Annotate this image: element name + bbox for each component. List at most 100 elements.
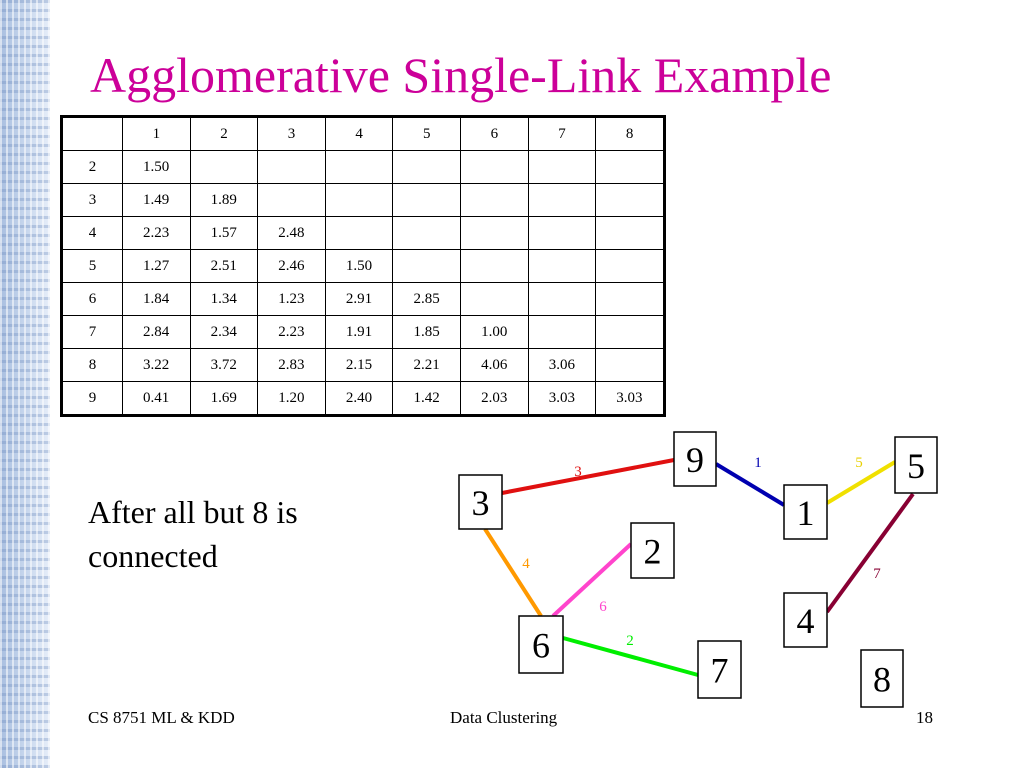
distance-cell — [257, 183, 326, 217]
distance-cell: 1.20 — [257, 381, 326, 416]
node-9: 9 — [673, 431, 717, 487]
row-header: 2 — [60, 150, 124, 184]
node-box — [894, 436, 938, 494]
slide-title: Agglomerative Single-Link Example — [90, 47, 832, 103]
node-1: 1 — [783, 484, 828, 540]
edge-9-1 — [714, 462, 786, 507]
graph-nodes: 9 5 3 1 2 6 4 7 8 — [458, 431, 938, 708]
edge-order-label: 4 — [522, 556, 530, 572]
distance-cell — [324, 150, 394, 184]
node-label: 8 — [873, 660, 891, 700]
distance-cell — [595, 249, 665, 283]
distance-cell: 1.42 — [392, 381, 462, 416]
graph-edges: 3 1 5 7 4 6 2 — [483, 455, 915, 677]
edge-6-2 — [551, 542, 633, 618]
distance-cell: 1.50 — [324, 249, 394, 283]
node-box — [518, 615, 564, 674]
distance-cell: 1.27 — [122, 249, 191, 283]
footer-topic: Data Clustering — [450, 708, 558, 727]
distance-cell — [392, 216, 462, 250]
table-corner-cell — [60, 116, 124, 151]
distance-cell: 2.03 — [460, 381, 529, 416]
node-7: 7 — [697, 640, 742, 699]
distance-cell: 2.91 — [324, 282, 394, 316]
node-6: 6 — [518, 615, 564, 674]
distance-cell: 2.40 — [324, 381, 394, 416]
distance-cell — [595, 216, 665, 250]
edge-order-label: 3 — [574, 464, 582, 480]
column-header: 6 — [460, 116, 529, 151]
edge-1-5 — [825, 460, 897, 505]
distance-cell: 2.21 — [392, 348, 462, 382]
row-header: 9 — [60, 381, 124, 416]
node-label: 1 — [797, 493, 815, 533]
node-5: 5 — [894, 436, 938, 494]
distance-cell — [527, 282, 597, 316]
distance-cell: 3.72 — [189, 348, 259, 382]
row-header: 7 — [60, 315, 124, 349]
row-header: 8 — [60, 348, 124, 382]
distance-cell: 2.51 — [189, 249, 259, 283]
node-4: 4 — [783, 592, 828, 648]
node-label: 6 — [532, 626, 550, 666]
distance-cell — [527, 150, 597, 184]
node-box — [697, 640, 742, 699]
node-3: 3 — [458, 474, 503, 530]
node-box — [783, 592, 828, 648]
distance-cell — [460, 282, 529, 316]
column-header: 7 — [527, 116, 597, 151]
node-label: 5 — [907, 446, 925, 486]
distance-cell: 2.46 — [257, 249, 326, 283]
node-label: 7 — [711, 651, 729, 691]
edge-order-label: 7 — [873, 566, 881, 582]
distance-cell: 2.85 — [392, 282, 462, 316]
distance-cell — [460, 183, 529, 217]
node-box — [630, 522, 675, 579]
distance-cell: 1.50 — [122, 150, 191, 184]
node-label: 4 — [797, 601, 815, 641]
distance-cell: 1.91 — [324, 315, 394, 349]
distance-cell: 1.00 — [460, 315, 529, 349]
column-header: 2 — [189, 116, 259, 151]
node-box — [860, 649, 904, 708]
edge-order-label: 1 — [754, 455, 762, 471]
distance-cell: 1.85 — [392, 315, 462, 349]
edge-5-4 — [825, 492, 915, 614]
node-label: 2 — [644, 532, 662, 572]
footer-course: CS 8751 ML & KDD — [88, 708, 235, 727]
distance-cell: 0.41 — [122, 381, 191, 416]
distance-cell: 2.34 — [189, 315, 259, 349]
edge-3-9 — [501, 458, 675, 495]
distance-cell — [392, 150, 462, 184]
node-label: 9 — [686, 440, 704, 480]
distance-cell: 2.23 — [257, 315, 326, 349]
node-box — [673, 431, 717, 487]
node-2: 2 — [630, 522, 675, 579]
row-header: 4 — [60, 216, 124, 250]
edge-order-label: 5 — [855, 455, 863, 471]
distance-cell: 4.06 — [460, 348, 529, 382]
edge-3-6 — [483, 527, 543, 618]
distance-cell — [324, 216, 394, 250]
node-box — [783, 484, 828, 540]
caption-text: After all but 8 is connected — [88, 490, 388, 578]
distance-cell — [460, 249, 529, 283]
caption-line-1: After all but 8 is — [88, 494, 298, 530]
footer-page-number: 18 — [916, 708, 933, 727]
node-box — [458, 474, 503, 530]
node-label: 3 — [472, 483, 490, 523]
distance-cell: 2.48 — [257, 216, 326, 250]
distance-cell — [392, 249, 462, 283]
column-header: 5 — [392, 116, 462, 151]
distance-cell: 3.03 — [595, 381, 665, 416]
row-header: 6 — [60, 282, 124, 316]
edge-6-7 — [562, 636, 699, 677]
